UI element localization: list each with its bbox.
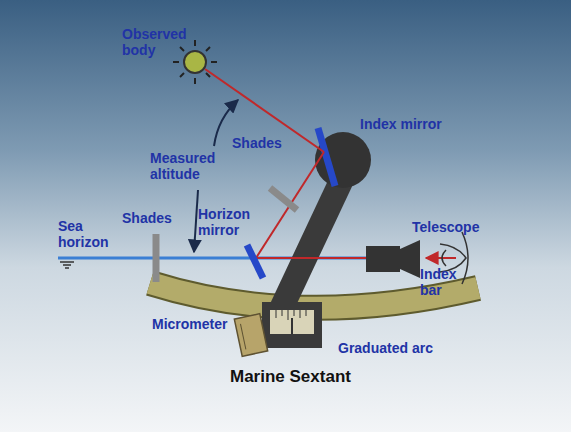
sun-symbol xyxy=(173,40,217,84)
micrometer-label: Micrometer xyxy=(152,316,227,332)
altitude-label: Measured altitude xyxy=(150,150,222,182)
horizon-mirror xyxy=(247,245,263,278)
shade-label: Shades xyxy=(232,135,282,151)
index-bar xyxy=(269,172,356,312)
index-clamp xyxy=(262,302,322,348)
telescope xyxy=(366,240,420,278)
body-label: Observed body xyxy=(122,26,194,58)
shade-label: Shades xyxy=(122,210,172,226)
bar-label: Index bar xyxy=(420,266,466,298)
diagram-title: Marine Sextant xyxy=(230,367,351,387)
index-shade xyxy=(270,188,297,210)
mirror-label: Index mirror xyxy=(360,116,442,132)
horizon-shade xyxy=(153,234,160,282)
micrometer-drum xyxy=(234,314,267,357)
horizon-label: Sea horizon xyxy=(58,218,120,250)
horizon-symbol xyxy=(60,262,74,268)
horizon-line xyxy=(58,257,368,260)
arc-label: Graduated arc xyxy=(338,340,433,356)
telescope-label: Telescope xyxy=(412,219,479,235)
mirror-label: Horizon mirror xyxy=(198,206,260,238)
